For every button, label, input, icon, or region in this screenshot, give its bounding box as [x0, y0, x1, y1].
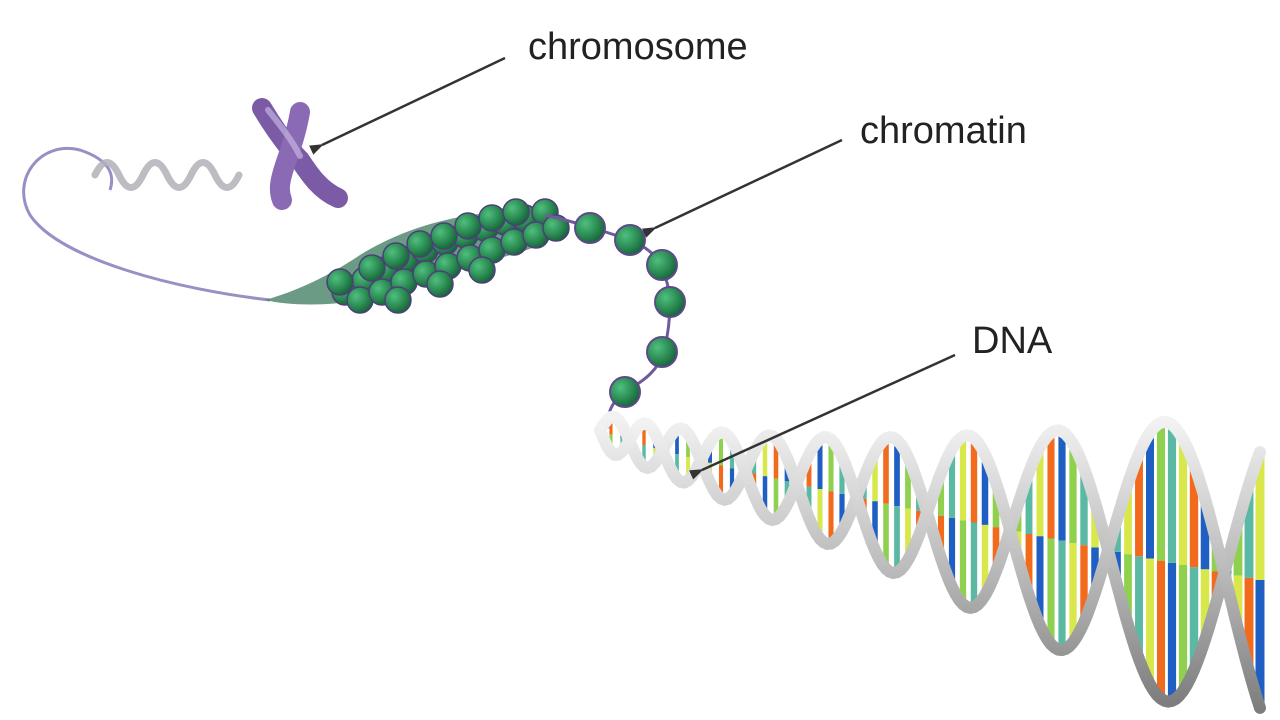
fiber-loop	[22, 147, 271, 302]
chromatin-bead	[426, 270, 454, 298]
chromatin-bead	[502, 198, 530, 226]
chromosome-arrow	[309, 56, 506, 155]
chromatin-bead	[454, 212, 482, 240]
chromatin-bead	[384, 286, 412, 314]
chromatin-bead	[326, 268, 354, 296]
chromosome-label: chromosome	[528, 26, 748, 68]
base-pairs	[609, 417, 1265, 708]
dna-double-helix	[594, 410, 1266, 714]
nucleosome-beads	[574, 212, 686, 408]
linker-dna	[544, 213, 672, 429]
supercoil	[91, 159, 243, 191]
chromatin-bead	[478, 204, 506, 232]
dna-arrow	[689, 353, 956, 480]
chromatin-bead	[468, 256, 496, 284]
chromatin-arrow	[642, 138, 843, 238]
chromatin-bead	[542, 214, 570, 242]
chromatin-bead-cluster	[326, 198, 570, 314]
chromatin-bead	[430, 222, 458, 250]
helix-strand-b	[594, 415, 1266, 714]
dna-label: DNA	[972, 320, 1053, 362]
chromosome-shape	[252, 98, 348, 210]
chromatin-label: chromatin	[860, 110, 1027, 152]
chromatin-bead	[358, 254, 386, 282]
chromatin-bead	[406, 230, 434, 258]
chromatin-bead	[382, 242, 410, 270]
